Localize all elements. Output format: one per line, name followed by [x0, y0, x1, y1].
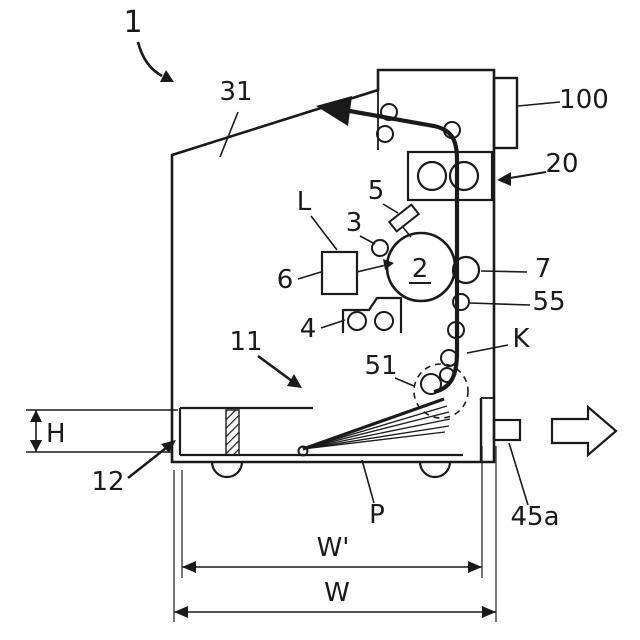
label-12: 12 [91, 467, 124, 497]
knob-45a [492, 418, 522, 442]
leader-L [310, 215, 338, 251]
leader-P [361, 459, 375, 504]
label-2: 2 [412, 254, 429, 284]
laser-scanner-6 [320, 250, 359, 296]
dimension-W-prime: W' [181, 446, 483, 578]
dim-Wp-arrow-left [182, 561, 196, 573]
fixing-unit-20 [406, 150, 494, 202]
caster-right [418, 461, 452, 479]
pointer-arrowhead-11 [287, 374, 302, 388]
leader-51 [394, 377, 415, 387]
pickup-area-dashed-circle [413, 363, 469, 419]
charge-roller-3 [371, 239, 389, 257]
leader-7 [480, 270, 528, 273]
feed-roller [439, 367, 455, 383]
label-31: 31 [219, 77, 252, 107]
label-6: 6 [277, 265, 294, 295]
leader-K [466, 344, 509, 354]
label-55: 55 [532, 287, 565, 317]
leader-5 [382, 203, 399, 214]
developing-unit-4 [341, 296, 403, 333]
label-51: 51 [364, 351, 397, 381]
pickup-roller-51 [420, 373, 442, 395]
laser-beam-arrowhead [383, 259, 394, 270]
leader-20 [509, 171, 547, 179]
leader-45a [508, 442, 529, 506]
exit-roller-lower [376, 125, 394, 143]
dim-W-arrow-right [482, 606, 496, 618]
registration-roller-lower [440, 349, 458, 367]
mirror-5 [387, 203, 421, 233]
dimension-W: W [173, 446, 497, 622]
pointer-arrowhead-1 [160, 70, 174, 82]
leader-55 [469, 302, 531, 306]
dim-W-arrow-left [174, 606, 188, 618]
label-L: L [297, 187, 312, 217]
label-W-prime: W' [317, 533, 350, 563]
label-45a: 45a [510, 502, 559, 532]
leader-31 [219, 111, 239, 158]
output-direction-arrowhead [316, 96, 352, 126]
label-P: P [369, 500, 385, 530]
pointer-arrow-11 [257, 354, 293, 383]
dev-roller-left [347, 311, 367, 331]
pointer-arrow-12 [127, 447, 167, 479]
caster-left [210, 461, 244, 479]
leader-3 [359, 235, 376, 245]
label-H: H [46, 419, 66, 449]
dimension-H: H [26, 409, 178, 453]
mirror-beam-line [401, 225, 412, 238]
label-20: 20 [545, 149, 578, 179]
label-5: 5 [368, 176, 385, 206]
dim-H-arrow-down [30, 440, 42, 452]
laser-beam-L [356, 264, 387, 273]
leader-arrowhead-20 [497, 172, 511, 186]
pointer-arrow-1 [136, 41, 163, 78]
registration-roller-upper [447, 321, 465, 339]
roller-55 [452, 293, 470, 311]
conveyance-path-K [343, 107, 460, 395]
paper-stack-P [302, 397, 451, 451]
external-direction-arrow [550, 404, 618, 458]
label-K: K [512, 324, 530, 354]
dim-Wp-arrow-right [468, 561, 482, 573]
lift-plate-pivot [297, 445, 309, 457]
label-1: 1 [123, 5, 142, 40]
label-7: 7 [535, 254, 552, 284]
dim-H-arrow-up [30, 410, 42, 422]
fuser-roller-left [416, 160, 448, 192]
leader-4 [320, 319, 346, 329]
tray-spring-hatch [225, 409, 240, 456]
pointer-arrowhead-12 [161, 440, 176, 453]
label-4: 4 [300, 314, 317, 344]
label-100: 100 [559, 85, 609, 115]
dev-roller-right [374, 311, 394, 331]
duct-100 [492, 76, 519, 150]
label-W: W [324, 578, 350, 608]
leader-100 [517, 101, 561, 107]
fuser-roller-right [448, 160, 480, 192]
transfer-roller-7 [451, 255, 481, 285]
label-3: 3 [346, 208, 363, 238]
label-11: 11 [229, 327, 262, 357]
leader-6 [297, 271, 322, 280]
